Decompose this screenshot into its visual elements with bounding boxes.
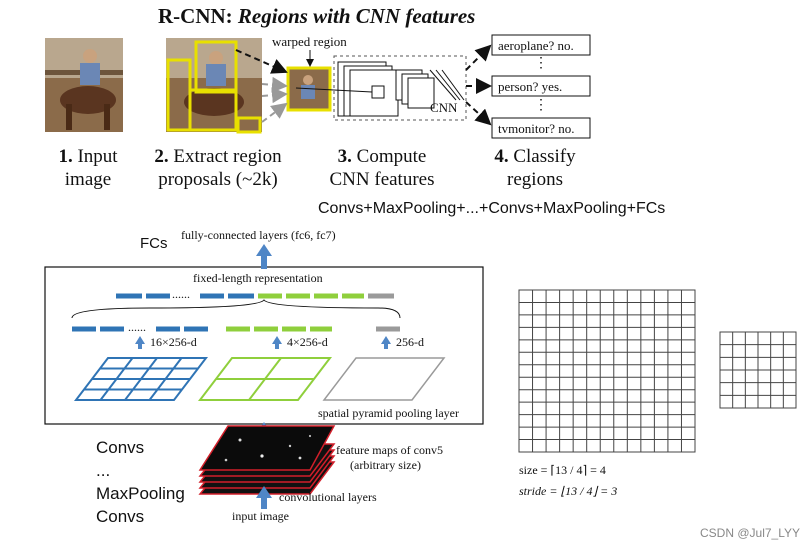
conv-layers-label: convolutional layers xyxy=(279,490,377,504)
output-box xyxy=(491,117,591,139)
step-4-num: 4. xyxy=(494,146,509,167)
step-1: 1. Input image xyxy=(40,145,136,191)
ellipsis-bottom: ...... xyxy=(128,320,146,334)
feature-maps-label-2: (arbitrary size) xyxy=(350,458,421,472)
brace xyxy=(71,299,401,319)
proposal-arrow xyxy=(261,102,288,123)
cnn-block xyxy=(295,55,467,121)
proposal-arrow xyxy=(261,87,288,104)
step-3-text: Compute CNN features xyxy=(329,146,435,190)
output-person: person? yes. xyxy=(498,79,563,94)
left-label-dots: ... xyxy=(96,461,111,480)
classify-arrow xyxy=(465,44,492,71)
left-label-convs-2: Convs xyxy=(96,507,145,526)
output-dots: ⋮ xyxy=(534,98,548,113)
input-image-label: input image xyxy=(232,509,289,523)
step-3-num: 3. xyxy=(337,146,352,167)
output-dots: ⋮ xyxy=(534,56,548,71)
pooling-grid-13x13 xyxy=(518,289,696,453)
input-image-photo xyxy=(45,38,123,132)
output-box xyxy=(491,75,591,97)
left-label-maxpooling: MaxPooling xyxy=(96,484,185,503)
feature-maps-stack xyxy=(198,425,336,495)
watermark: CSDN @Jul7_LYY xyxy=(700,526,800,540)
rcnn-title-bold: R-CNN: xyxy=(158,4,233,28)
pyramid-layer-label: spatial pyramid pooling layer xyxy=(318,406,459,420)
step-1-num: 1. xyxy=(58,146,73,167)
warped-region-label: warped region xyxy=(272,34,347,49)
fixed-length-label: fixed-length representation xyxy=(193,271,323,285)
small-up-arrows xyxy=(135,336,391,349)
dim4-label: 4×256-d xyxy=(287,335,328,349)
dim16-label: 16×256-d xyxy=(150,335,197,349)
proposal-arrow xyxy=(235,49,288,74)
fcs-label: FCs xyxy=(140,235,168,252)
step-2: 2. Extract region proposals (~2k) xyxy=(142,145,294,191)
stride-formula: stride = ⌊13 / 4⌋ = 3 xyxy=(519,484,618,498)
rcnn-title-italic: Regions with CNN features xyxy=(237,4,476,28)
annotation-line: Convs+MaxPooling+...+Convs+MaxPooling+FC… xyxy=(318,200,666,217)
classify-arrow xyxy=(465,101,492,126)
pyramid-grid-1x1 xyxy=(322,357,446,401)
dim1-label: 256-d xyxy=(396,335,424,349)
step-4-text: Classify regions xyxy=(507,146,576,190)
grid-border xyxy=(518,289,696,453)
pyramid-grid-2x2 xyxy=(197,357,333,401)
up-arrow-fc xyxy=(256,244,272,269)
fc-layers-label: fully-connected layers (fc6, fc7) xyxy=(181,228,336,242)
rcnn-title: R-CNN: Regions with CNN features xyxy=(158,4,475,29)
step-1-text: Input image xyxy=(64,146,118,190)
output-box xyxy=(491,34,591,56)
pooling-grid-6x6 xyxy=(719,331,797,409)
proposal-arrow xyxy=(261,76,288,93)
up-arrow-input xyxy=(256,486,272,509)
left-label-convs: Convs xyxy=(96,438,145,457)
output-aeroplane: aeroplane? no. xyxy=(498,38,574,53)
output-tvmonitor: tvmonitor? no. xyxy=(498,121,575,136)
step-3: 3. Compute CNN features xyxy=(312,145,452,191)
step-2-text: Extract region proposals (~2k) xyxy=(158,146,282,190)
cnn-label: CNN xyxy=(430,100,458,115)
step-2-num: 2. xyxy=(154,146,169,167)
size-formula: size = ⌈13 / 4⌉ = 4 xyxy=(519,463,606,477)
region-proposals-photo xyxy=(166,38,262,134)
pyramid-grid-4x4 xyxy=(73,357,209,401)
feature-maps-label: feature maps of conv5 xyxy=(336,443,443,457)
step-4: 4. Classify regions xyxy=(480,145,590,191)
ellipsis-top: ...... xyxy=(172,287,190,301)
